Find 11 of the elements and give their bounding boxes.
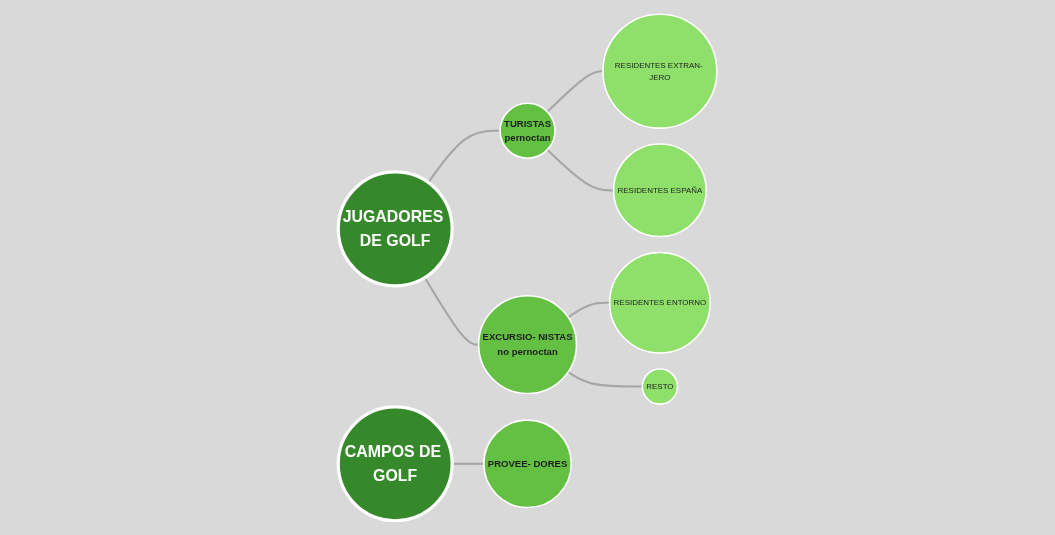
node-circle: CAMPOS DE GOLF [336, 405, 454, 523]
connector [427, 129, 501, 184]
connector [423, 277, 479, 346]
node-circle: JUGADORES DE GOLF [336, 170, 454, 288]
connector [546, 70, 603, 113]
connector [567, 371, 643, 388]
connector [546, 149, 614, 192]
node-circle: PROVEE- DORES [483, 419, 572, 509]
connector [567, 301, 610, 319]
node-circle: EXCURSIO- NISTAS no pernoctan [477, 294, 578, 395]
node-circle: TURISTAS pernoctan [499, 102, 556, 159]
